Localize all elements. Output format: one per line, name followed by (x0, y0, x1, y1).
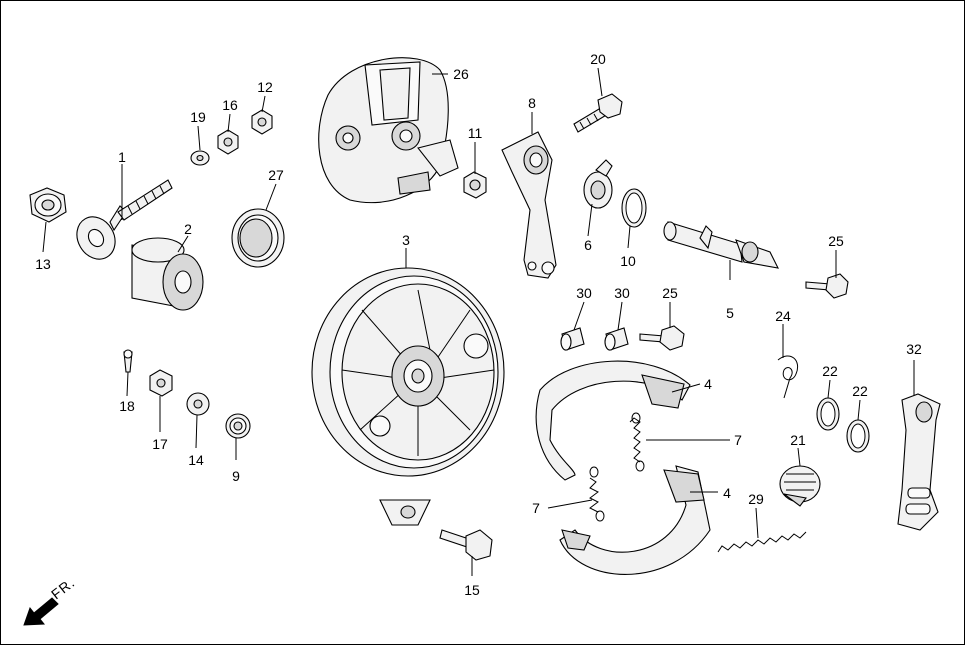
part-10-o-ring (621, 188, 647, 228)
part-8-brake-arm (501, 131, 557, 279)
part-16-nut (217, 129, 239, 155)
callout-30-b: 30 (614, 285, 630, 301)
part-25-bolt-right (805, 273, 849, 299)
part-11-flange-nut (463, 171, 487, 199)
part-7-spring-lower (589, 466, 605, 522)
part-22-washer-a (816, 397, 840, 431)
callout-19: 19 (190, 109, 206, 125)
callout-13: 13 (35, 256, 51, 272)
leader-lines (42, 67, 915, 576)
callout-29: 29 (748, 491, 764, 507)
part-19-washer (190, 150, 210, 166)
part-22-washer-b (846, 419, 870, 453)
part-4-brake-shoe-upper (535, 360, 691, 481)
callout-17: 17 (152, 436, 168, 452)
part-9-bearing (225, 413, 251, 439)
part-30-dowel-pin-a (560, 327, 585, 351)
part-13-flange-nut (29, 187, 67, 223)
part-15-bolt (439, 529, 493, 561)
callout-labels: 1 2 3 4 4 5 6 7 7 8 9 10 11 12 13 14 15 … (35, 51, 922, 598)
part-32-lever (897, 393, 941, 531)
callout-22-b: 22 (852, 383, 868, 399)
part-5-brake-cam (663, 221, 779, 269)
callout-11: 11 (468, 125, 483, 141)
callout-25-center: 25 (662, 285, 678, 301)
part-29-spring (717, 531, 807, 553)
part-27-dust-seal (231, 208, 285, 268)
callout-3: 3 (402, 232, 410, 248)
callout-4-upper: 4 (704, 376, 712, 392)
callout-22-a: 22 (822, 363, 838, 379)
callout-1: 1 (118, 149, 126, 165)
part-14-washer (186, 392, 210, 416)
callout-15: 15 (464, 582, 480, 598)
front-direction-indicator: FR. (23, 574, 78, 626)
part-7-spring-upper (629, 412, 645, 472)
callout-27: 27 (268, 167, 284, 183)
callout-14: 14 (188, 452, 204, 468)
callout-9: 9 (232, 468, 240, 484)
callout-12: 12 (257, 79, 273, 95)
callout-16: 16 (222, 97, 238, 113)
part-26-brake-panel (318, 57, 459, 204)
callout-26: 26 (453, 66, 469, 82)
callout-18: 18 (119, 398, 135, 414)
callout-25-right: 25 (828, 233, 844, 249)
part-3-wheel-hub (311, 267, 505, 526)
callout-20: 20 (590, 51, 606, 67)
part-30-dowel-pin-b (604, 327, 629, 351)
callout-30-a: 30 (576, 285, 592, 301)
callout-10: 10 (620, 253, 636, 269)
callout-7-upper: 7 (734, 432, 742, 448)
part-17-nut (149, 369, 173, 397)
callout-24: 24 (775, 308, 791, 324)
part-25-bolt-center (639, 325, 685, 351)
callout-21: 21 (790, 432, 806, 448)
part-21-return-spring (779, 465, 821, 507)
part-6-indicator-plate (583, 159, 613, 209)
callout-7-lower: 7 (532, 500, 540, 516)
callout-6: 6 (584, 237, 592, 253)
part-2-collar (131, 237, 204, 311)
part-12-nut (251, 109, 273, 135)
callout-5: 5 (726, 305, 734, 321)
part-24-spring (777, 355, 798, 399)
front-arrow-icon (23, 597, 59, 626)
callout-2: 2 (184, 221, 192, 237)
callout-8: 8 (528, 95, 536, 111)
callout-32: 32 (906, 341, 922, 357)
part-20-bolt (573, 93, 623, 133)
part-18-cotter-pin (123, 349, 133, 373)
callout-4-lower: 4 (723, 485, 731, 501)
part-4-brake-shoe-lower (559, 465, 711, 575)
